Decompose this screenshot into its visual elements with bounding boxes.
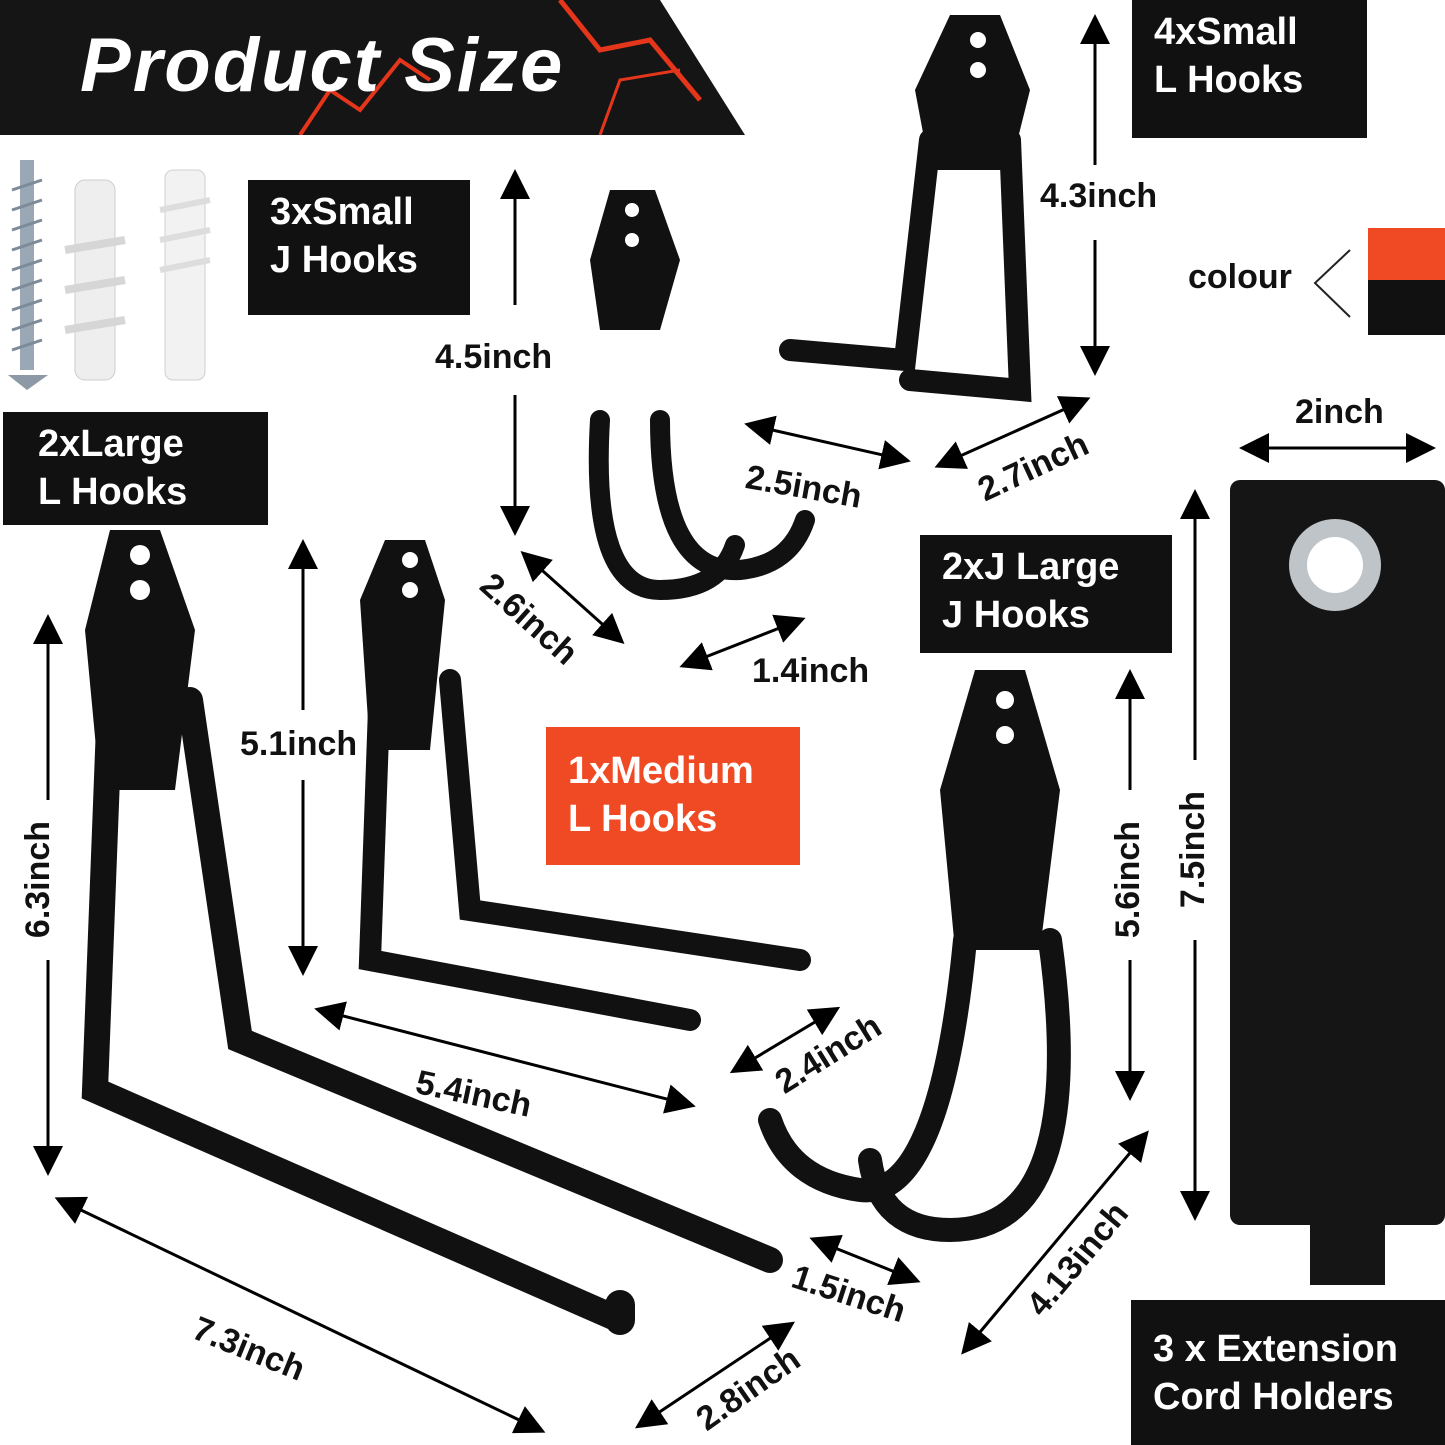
small-j-hooks-label: 3xSmall J Hooks [248, 180, 470, 315]
medium-l-hooks-label: 1xMedium L Hooks [546, 727, 800, 865]
title-banner: Product Size [0, 0, 745, 135]
cord-holder-strap-image [1230, 480, 1445, 1285]
dim-5-6: 5.6inch [1109, 820, 1148, 939]
large-l-hooks-label: 2xLarge L Hooks [3, 412, 268, 525]
medium-l-hook-image [358, 540, 811, 1031]
dim-7-5: 7.5inch [1174, 790, 1213, 909]
hardware-accessories [8, 160, 211, 390]
dim-6-3: 6.3inch [19, 820, 58, 939]
plastic-anchor-icon [159, 169, 211, 381]
dim-2: 2inch [1295, 393, 1384, 431]
large-j-hooks-label: 2xJ Large J Hooks [920, 535, 1172, 653]
title-banner-shape [0, 0, 745, 135]
colour-chevron-icon [1313, 249, 1351, 318]
large-j-hook-image [758, 670, 1071, 1243]
dim-1-4: 1.4inch [752, 652, 870, 690]
colour-swatch-black[interactable] [1368, 280, 1445, 335]
colour-swatch-orange[interactable] [1368, 228, 1445, 280]
dim-4-3: 4.3inch [1040, 177, 1158, 215]
dim-4-5: 4.5inch [435, 338, 553, 376]
cord-holders-label: 3 x Extension Cord Holders [1131, 1300, 1445, 1445]
screw-icon [8, 160, 48, 390]
small-l-hooks-label: 4xSmall L Hooks [1132, 0, 1367, 138]
dim-5-1: 5.1inch [240, 725, 358, 763]
colour-label: colour [1188, 258, 1292, 296]
dimension-arrows [33, 13, 1436, 1434]
drywall-anchor-icon [64, 179, 126, 381]
small-j-hook-image [588, 190, 815, 601]
small-l-hook-image [779, 15, 1032, 403]
page-title: Product Size [80, 23, 565, 108]
